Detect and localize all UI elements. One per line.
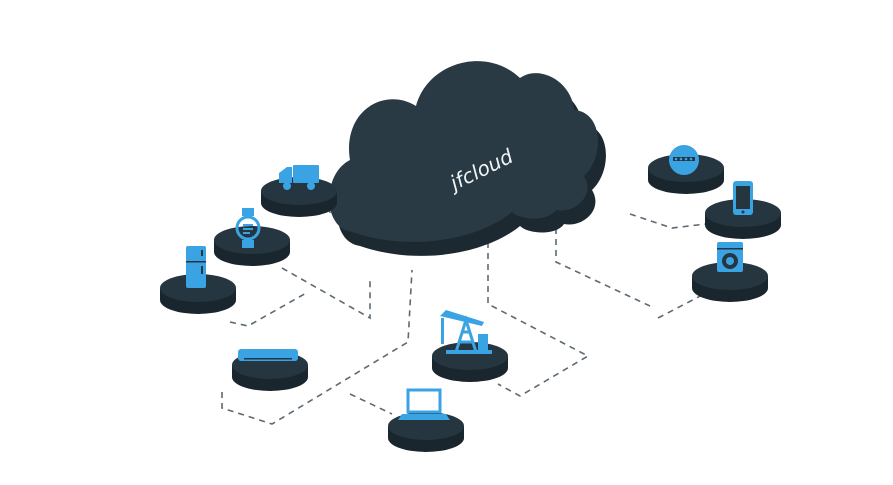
device-air-conditioner (232, 349, 308, 391)
connector-phone (629, 213, 707, 229)
device-smartwatch (214, 208, 290, 266)
smartwatch-icon (235, 208, 261, 248)
router-icon (669, 145, 699, 175)
device-router (648, 145, 724, 194)
device-refrigerator (160, 246, 236, 314)
device-laptop (388, 388, 464, 452)
air-conditioner-icon (238, 349, 298, 361)
connector-laptop (349, 393, 393, 415)
device-smartphone (705, 181, 781, 239)
connector-fridge (229, 291, 309, 327)
device-truck (261, 165, 337, 217)
cloud-top (329, 61, 598, 242)
connector-ac (221, 269, 413, 425)
device-washing-machine (692, 242, 768, 302)
refrigerator-icon (186, 246, 206, 288)
connector-watch (281, 267, 371, 320)
delivery-truck-icon (279, 165, 319, 190)
device-oil-pump (432, 310, 508, 382)
smartphone-icon (733, 181, 753, 215)
cloud: jfcloud (329, 61, 606, 256)
washing-machine-icon (717, 242, 743, 272)
laptop-icon (398, 388, 450, 420)
oil-pump-icon (440, 310, 492, 354)
